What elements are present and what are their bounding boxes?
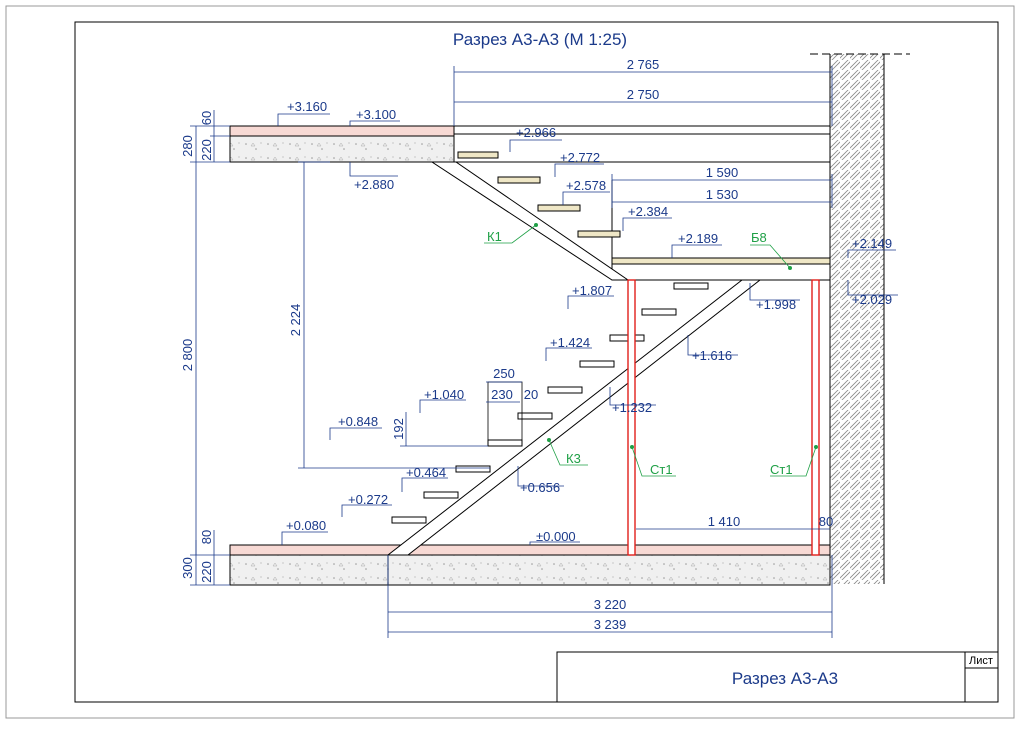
tag-b8: Б8	[751, 230, 767, 245]
sheet-label: Лист	[969, 655, 993, 667]
title-block	[556, 651, 999, 703]
dim-top-2765: 2 765	[627, 57, 660, 72]
elevation-1232: +1.232	[612, 400, 652, 415]
stringer-k3	[386, 279, 762, 556]
tag-k3-dot	[547, 438, 551, 442]
lower-treads	[391, 282, 709, 524]
dim-top-2750: 2 750	[627, 87, 660, 102]
dim-total-2800: 2 800	[180, 339, 195, 372]
elevation-0656: +0.656	[520, 480, 560, 495]
tag-st1-right: Ст1	[770, 462, 793, 477]
dim-landing-1530: 1 530	[706, 187, 739, 202]
elevation-0848: +0.848	[338, 414, 378, 429]
elevation-2578: +2.578	[566, 178, 606, 193]
dim-bottom-3239: 3 239	[594, 617, 627, 632]
elevation-1616: +1.616	[692, 348, 732, 363]
tag-b8-dot	[788, 266, 792, 270]
elevation-2384: +2.384	[628, 204, 668, 219]
dim-step-250: 250	[493, 366, 515, 381]
elevation-1040: +1.040	[424, 387, 464, 402]
dimension-lines	[190, 66, 833, 638]
dim-clear-2224: 2 224	[288, 304, 303, 337]
dim-post-80: 80	[819, 514, 833, 529]
dim-step-192: 192	[391, 418, 406, 440]
dim-slab-bot-80: 80	[199, 530, 214, 544]
elevation-leaders	[277, 113, 898, 545]
wall	[810, 53, 910, 584]
dim-step-230: 230	[491, 387, 513, 402]
dim-slab-bot-220: 220	[199, 561, 214, 583]
title-block-name: Разрез А3-А3	[732, 669, 838, 688]
upper-slab	[229, 125, 830, 163]
dim-slab-top-220: 220	[199, 139, 214, 161]
elevation-2029: +2.029	[852, 292, 892, 307]
tag-leaders	[484, 224, 817, 477]
elevation-2880: +2.880	[354, 177, 394, 192]
tag-k1-dot	[534, 223, 538, 227]
lower-slab	[229, 544, 831, 586]
dim-landing-1590: 1 590	[706, 165, 739, 180]
tag-st1-left: Ст1	[650, 462, 673, 477]
tag-st1-right-dot	[814, 445, 818, 449]
elevation-1807: +1.807	[572, 283, 612, 298]
elevation-0464: +0.464	[406, 465, 446, 480]
tag-st1-left-dot	[630, 445, 634, 449]
dim-slab-top-280: 280	[180, 135, 195, 157]
elevation-3100: +3.100	[356, 107, 396, 122]
elevation-0272: +0.272	[348, 492, 388, 507]
tag-k3: К3	[566, 451, 581, 466]
elevation-1424: +1.424	[550, 335, 590, 350]
elevation-0000: ±0.000	[536, 529, 576, 544]
dim-slab-bot-300: 300	[180, 557, 195, 579]
elevation-1998: +1.998	[756, 297, 796, 312]
elevation-2149: +2.149	[852, 236, 892, 251]
dim-bottom-3220: 3 220	[594, 597, 627, 612]
elevation-0080: +0.080	[286, 518, 326, 533]
upper-treads	[457, 151, 621, 238]
elevation-3160: +3.160	[287, 99, 327, 114]
landing	[611, 180, 831, 281]
dim-post-1410: 1 410	[708, 514, 741, 529]
sheet-frame	[74, 21, 999, 703]
elevation-2772: +2.772	[560, 150, 600, 165]
elevation-2189: +2.189	[678, 231, 718, 246]
dim-slab-top-60: 60	[199, 111, 214, 125]
elevation-2966: +2.966	[516, 125, 556, 140]
dim-step-20: 20	[524, 387, 538, 402]
posts	[627, 279, 820, 556]
drawing-title: Разрез А3-А3 (М 1:25)	[453, 30, 627, 49]
tag-k1: К1	[487, 229, 502, 244]
